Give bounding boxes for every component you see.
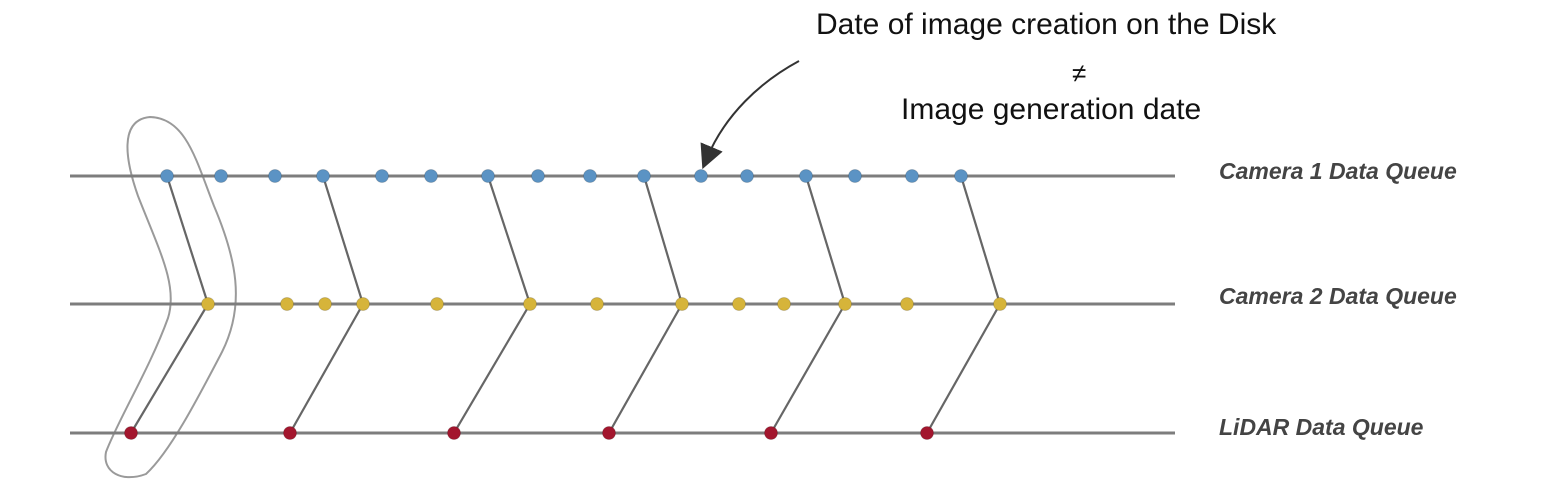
data-point-camera-1	[694, 169, 708, 183]
data-point-camera-2	[430, 297, 444, 311]
sync-link-upper	[165, 175, 210, 305]
data-point-camera-1	[268, 169, 282, 183]
data-point-camera-1	[375, 169, 389, 183]
annotation-generation-date: Image generation date	[901, 93, 1202, 126]
data-point-camera-2	[732, 297, 746, 311]
data-point-camera-1	[531, 169, 545, 183]
data-point-lidar	[124, 426, 138, 440]
data-point-camera-1	[481, 169, 495, 183]
sync-link-upper	[642, 175, 684, 305]
label-camera-1-queue: Camera 1 Data Queue	[1219, 158, 1457, 184]
sync-link-upper	[959, 175, 1002, 305]
label-lidar-queue: LiDAR Data Queue	[1219, 414, 1424, 440]
data-point-camera-1	[740, 169, 754, 183]
data-point-lidar	[447, 426, 461, 440]
sync-link-lower	[289, 303, 364, 434]
data-point-camera-1	[799, 169, 813, 183]
data-point-camera-2	[993, 297, 1007, 311]
data-point-camera-1	[583, 169, 597, 183]
data-point-camera-1	[848, 169, 862, 183]
annotation-disk-date: Date of image creation on the Disk	[816, 8, 1277, 41]
sync-link-lower	[926, 303, 1001, 434]
data-point-camera-2	[523, 297, 537, 311]
data-point-camera-2	[900, 297, 914, 311]
data-point-camera-2	[356, 297, 370, 311]
data-point-camera-1	[637, 169, 651, 183]
data-point-camera-2	[590, 297, 604, 311]
sync-link-lower	[608, 303, 683, 434]
data-point-camera-1	[214, 169, 228, 183]
data-point-camera-2	[318, 297, 332, 311]
sync-link-upper	[804, 175, 847, 305]
sync-link-upper	[321, 175, 365, 305]
data-point-camera-1	[160, 169, 174, 183]
data-point-camera-2	[838, 297, 852, 311]
data-point-camera-1	[905, 169, 919, 183]
data-point-camera-2	[675, 297, 689, 311]
data-point-camera-1	[316, 169, 330, 183]
annotation-arrow	[700, 60, 800, 170]
data-point-camera-1	[954, 169, 968, 183]
data-point-camera-1	[424, 169, 438, 183]
data-point-camera-2	[280, 297, 294, 311]
data-point-lidar	[764, 426, 778, 440]
annotation-not-equal-symbol: ≠	[1072, 58, 1087, 88]
label-camera-2-queue: Camera 2 Data Queue	[1219, 283, 1457, 309]
data-point-lidar	[283, 426, 297, 440]
sync-link-lower	[770, 303, 846, 434]
data-point-camera-2	[201, 297, 215, 311]
data-point-camera-2	[777, 297, 791, 311]
data-point-lidar	[920, 426, 934, 440]
matched-set-outline	[104, 115, 237, 479]
sync-link-lower	[453, 303, 531, 434]
sync-link-upper	[486, 175, 532, 305]
data-point-lidar	[602, 426, 616, 440]
sync-link-lower	[130, 303, 209, 434]
